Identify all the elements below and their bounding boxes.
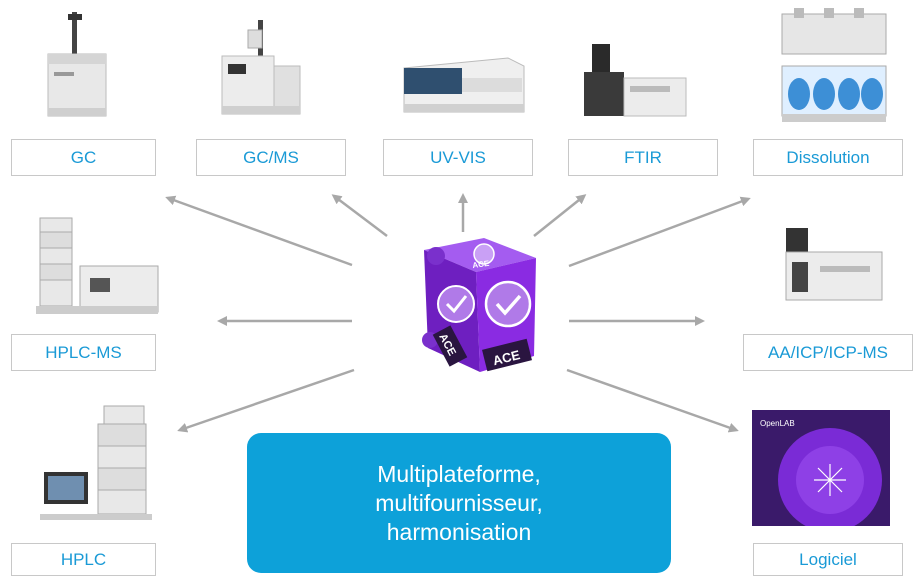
label-gc: GC <box>11 139 156 176</box>
label-ftir: FTIR <box>568 139 718 176</box>
arrow-to-gc <box>165 195 353 267</box>
label-hplcms: HPLC-MS <box>11 334 156 371</box>
ace-cube-icon: ACE ACE ACE <box>422 238 536 372</box>
center-message-line-2: multifournisseur, <box>375 489 543 516</box>
center-message-line-1: Multiplateforme, <box>377 460 541 487</box>
ace-cube-top-text: ACE <box>472 259 491 270</box>
hplcms-instrument-image <box>36 217 159 314</box>
label-aaicp: AA/ICP/ICP-MS <box>743 334 913 371</box>
center-message-text: Multiplateforme, multifournisseur, harmo… <box>375 460 542 547</box>
gc-instrument-image <box>47 12 107 117</box>
uvvis-instrument-image <box>403 57 525 113</box>
hplc-instrument-image <box>40 405 152 520</box>
software-cover-title: OpenLAB <box>760 419 795 428</box>
center-message-box: Multiplateforme, multifournisseur, harmo… <box>247 433 671 573</box>
ftir-instrument-image <box>584 44 687 117</box>
dissolution-instrument-image <box>781 8 887 122</box>
arrow-to-gcms <box>331 194 388 237</box>
label-uvvis: UV-VIS <box>383 139 533 176</box>
aaicp-instrument-image <box>785 228 883 301</box>
arrow-to-ftir <box>533 194 587 237</box>
label-dissolution: Dissolution <box>753 139 903 176</box>
label-gcms: GC/MS <box>196 139 346 176</box>
arrow-to-dissolution <box>568 196 751 268</box>
ace-cube-front-text: ACE <box>491 347 522 368</box>
software-cover-image: OpenLAB <box>752 410 890 526</box>
arrow-to-software <box>566 368 739 433</box>
label-software: Logiciel <box>753 543 903 576</box>
center-message-line-3: harmonisation <box>386 518 532 545</box>
label-hplc: HPLC <box>11 543 156 576</box>
arrow-to-hplc <box>177 368 355 433</box>
gcms-instrument-image <box>221 20 301 115</box>
